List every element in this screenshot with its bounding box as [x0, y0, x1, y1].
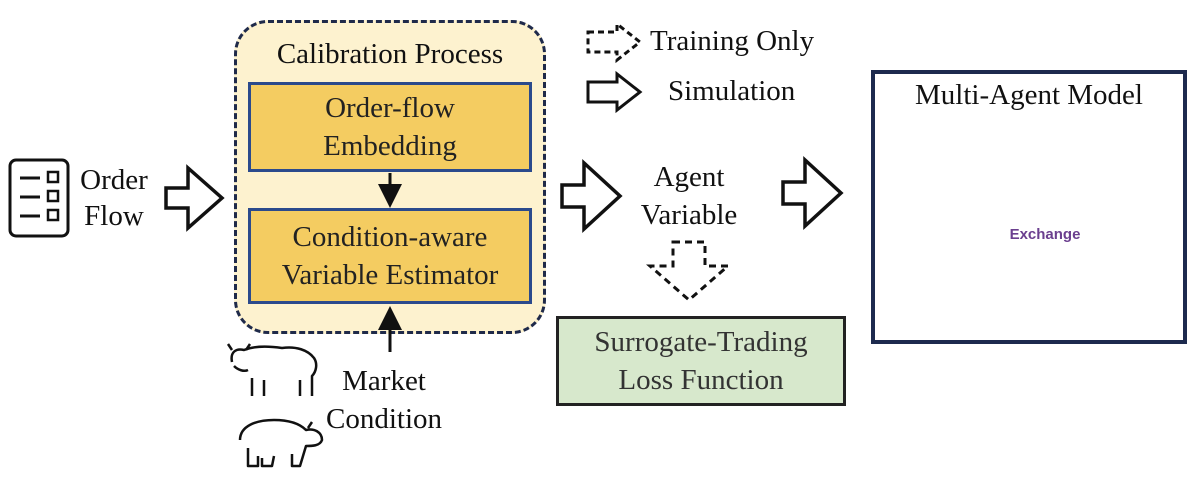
- bull-icon: [226, 343, 318, 396]
- multi-agent-box: [871, 70, 1187, 344]
- calibration-output-arrow: [560, 159, 623, 233]
- legend-simulation-label: Simulation: [668, 75, 796, 107]
- simulation-arrow: [781, 156, 844, 230]
- calibration-title: Calibration Process: [276, 38, 504, 70]
- bear-icon: [238, 418, 324, 468]
- legend-solid-arrow: [586, 70, 643, 114]
- list-icon: [8, 158, 70, 238]
- legend-dashed-arrow: [586, 20, 643, 64]
- legend-training-label: Training Only: [650, 25, 815, 57]
- input-arrow: [164, 164, 225, 232]
- exchange-label: Exchange: [1009, 226, 1081, 243]
- training-arrow: [645, 240, 733, 302]
- multi-agent-title: Multi-Agent Model: [915, 79, 1143, 111]
